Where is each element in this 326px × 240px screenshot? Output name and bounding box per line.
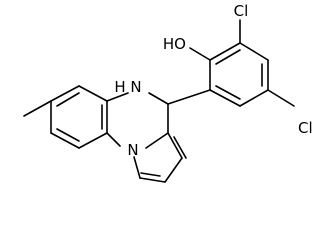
bond-aryl-link (167, 89, 211, 105)
amine-hydrogen-label: H (114, 78, 125, 96)
chlorine-top-label: Cl (234, 2, 249, 20)
bond-chlorine-right (267, 89, 295, 107)
benzene-ring-right (209, 42, 269, 107)
bond-methyl (23, 100, 52, 117)
amine-nitrogen-label: N (130, 78, 141, 96)
hydroxyl-label: HO (163, 35, 186, 53)
ring-nitrogen-label: N (127, 141, 138, 159)
pyrrole-ring (133, 132, 187, 183)
chemical-structure-diagram: HO Cl Cl H N N (23, 2, 313, 183)
bond-hydroxyl (189, 47, 211, 61)
diazine-ring (106, 92, 169, 149)
chlorine-right-label: Cl (298, 119, 313, 137)
benzene-ring-left (50, 85, 108, 149)
